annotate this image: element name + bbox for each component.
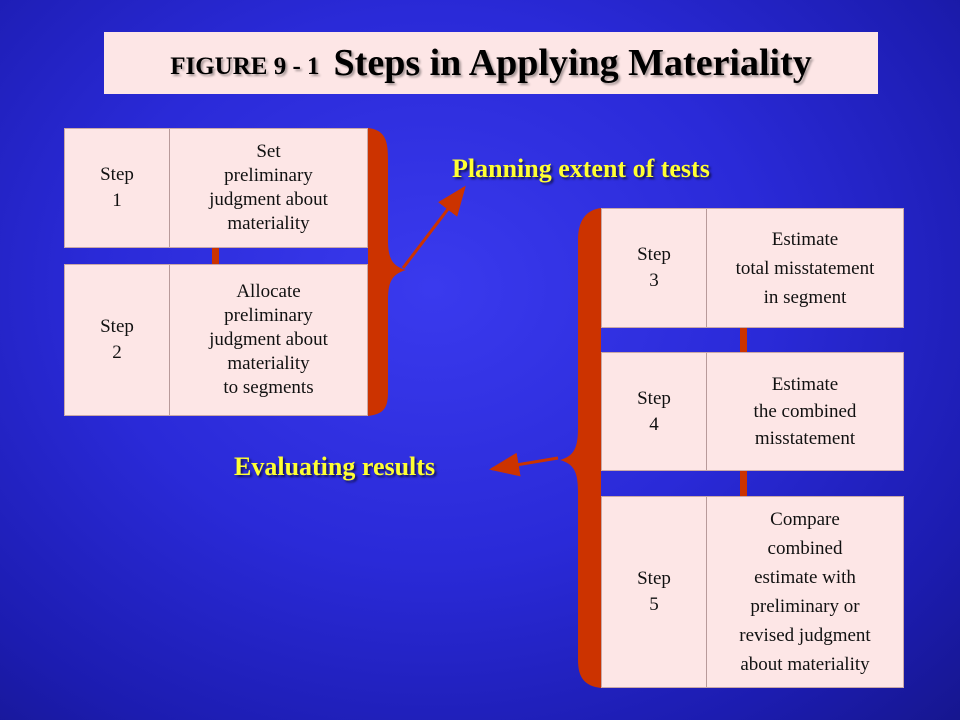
step-2-label: Step 2: [65, 265, 170, 415]
figure-title-text: Steps in Applying Materiality: [333, 42, 812, 84]
step-number: 4: [649, 413, 659, 435]
connector-4-5: [740, 471, 747, 496]
planning-arrow: [401, 185, 466, 269]
step-number: 1: [112, 190, 122, 211]
step-word: Step: [100, 164, 134, 185]
planning-bracket: [368, 128, 406, 416]
step-number: 3: [649, 270, 659, 291]
step-word: Step: [637, 244, 671, 265]
step-1-box: Step 1 Set preliminary judgment about ma…: [64, 128, 368, 248]
step-5-box: Step 5 Compare combined estimate with pr…: [601, 496, 904, 688]
connector-1-2: [212, 248, 219, 264]
step-5-description: Compare combined estimate with prelimina…: [739, 509, 871, 675]
step-number: 2: [112, 342, 122, 363]
step-2-description: Allocate preliminary judgment about mate…: [209, 281, 328, 398]
step-4-box: Step 4 Estimate the combined misstatemen…: [601, 352, 904, 471]
evaluating-bracket: [560, 208, 601, 688]
step-2-box: Step 2 Allocate preliminary judgment abo…: [64, 264, 368, 416]
step-4-label: Step 4: [602, 353, 707, 470]
step-4-description: Estimate the combined misstatement: [753, 374, 857, 449]
figure-number: FIGURE 9 - 1: [170, 53, 320, 80]
step-3-label: Step 3: [602, 209, 707, 327]
step-word: Step: [100, 316, 134, 337]
connector-3-4: [740, 328, 747, 352]
step-3-box: Step 3 Estimate total misstatement in se…: [601, 208, 904, 328]
step-5-label: Step 5: [602, 497, 707, 687]
figure-title: FIGURE 9 - 1 Steps in Applying Materiali…: [104, 32, 878, 94]
step-number: 5: [649, 594, 659, 615]
step-word: Step: [637, 387, 671, 409]
evaluating-arrow: [489, 452, 559, 477]
planning-label: Planning extent of tests: [452, 154, 710, 183]
evaluating-label: Evaluating results: [234, 452, 436, 481]
step-1-description: Set preliminary judgment about materiali…: [209, 141, 328, 234]
step-word: Step: [637, 568, 671, 589]
step-1-label: Step 1: [65, 129, 170, 247]
step-3-description: Estimate total misstatement in segment: [735, 228, 875, 308]
